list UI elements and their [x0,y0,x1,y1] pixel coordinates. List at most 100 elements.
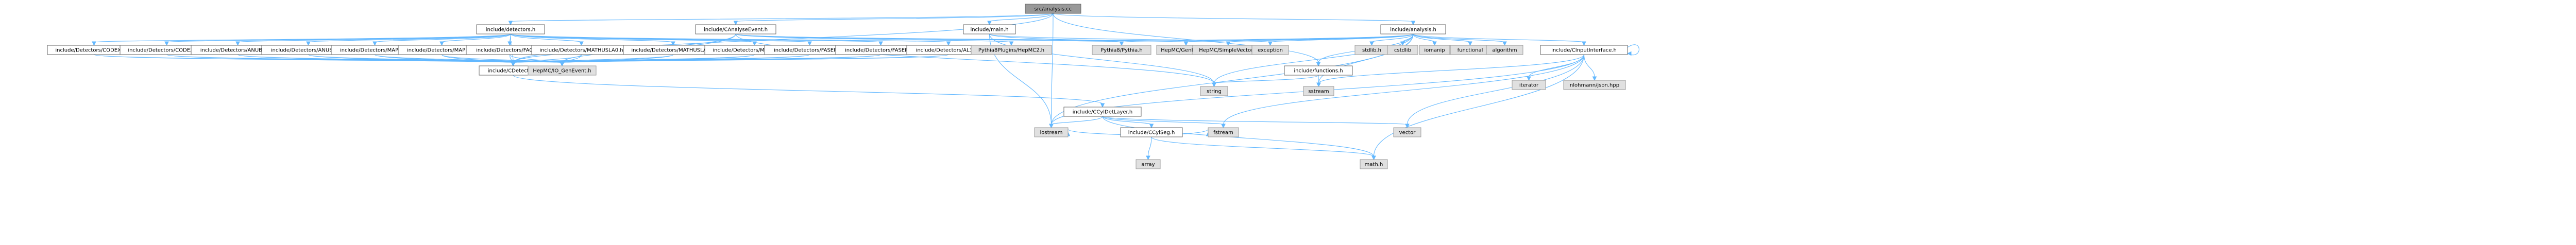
node-box [971,45,1052,55]
node-label: stdlib.h [1362,48,1381,54]
node-box [1208,127,1239,137]
node-label: cstdlib [1394,48,1411,54]
node-box [1200,86,1228,96]
node-root[interactable]: src/analysis.cc [1025,4,1081,14]
node-codexb1[interactable]: include/Detectors/CODEXB1.h [120,45,214,55]
node-box [1419,45,1450,55]
node-cinput[interactable]: include/CInputInterface.h [1540,45,1628,55]
node-mathusla1[interactable]: include/Detectors/MATHUSLA1.h [623,45,723,55]
node-label: iterator [1519,83,1539,89]
node-label: iomanip [1424,48,1445,54]
node-label: string [1207,89,1222,95]
node-box [1063,107,1142,117]
edge-root-to-analysis [1053,13,1416,26]
node-functions[interactable]: include/functions.h [1284,65,1353,76]
edge-detectors-to-mathusla0 [510,33,584,46]
node-box [1303,86,1334,96]
node-label: include/main.h [970,27,1008,33]
edge-analysis-to-genevent [1183,33,1414,46]
edge-analysis-to-sstream [1316,33,1414,87]
edge-analysis-to-exception [1268,33,1414,46]
node-box [1512,80,1546,90]
node-fstream: fstream [1208,127,1239,137]
edge-functions-to-string [1212,75,1319,87]
node-label: include/detectors.h [486,27,536,33]
edge-detectors-to-anubis1 [306,33,511,46]
node-label: nlohmann/json.hpp [1570,83,1619,89]
node-label: include/CCylDetLayer.h [1073,110,1133,115]
node-exception: exception [1251,45,1289,55]
edge-detectors-to-mathusla1 [510,33,675,46]
node-label: include/analysis.h [1390,27,1436,33]
node-label: include/Detectors/MAPP2.h [407,48,477,54]
edge-detectors-to-anubis0 [235,33,511,46]
node-algorithm: algorithm [1486,45,1523,55]
node-label: exception [1258,48,1283,54]
node-label: include/functions.h [1294,68,1343,74]
node-label: include/CDetector.h [488,68,539,74]
node-iterator: iterator [1512,80,1546,90]
edge-functions-to-sstream [1316,75,1321,87]
edge-analysis-to-pythia [1119,33,1414,46]
edge-detectors-to-mapp2 [439,33,511,46]
node-label: include/CAnalyseEvent.h [704,27,768,33]
node-label: iostream [1040,130,1063,136]
node-box [1393,127,1421,137]
edge-ccpdet-to-vector [1102,116,1410,129]
node-label: Pythia8/Pythia.h [1100,48,1142,54]
node-box [528,65,597,76]
node-box [1360,159,1388,169]
node-ccpseg[interactable]: include/CCylSeg.h [1120,127,1183,137]
edge-ccpseg-to-math [1151,136,1376,161]
node-box [476,24,545,34]
node-iomanip: iomanip [1419,45,1450,55]
edge-root-to-iostream [1049,13,1054,129]
node-label: include/Detectors/FACET.h [476,48,544,54]
node-iostream: iostream [1034,127,1069,137]
node-canalyse[interactable]: include/CAnalyseEvent.h [695,24,776,34]
node-label: functional [1458,48,1483,54]
node-label: include/Detectors/FASER1.h [774,48,845,54]
node-box [963,24,1016,34]
node-iogenevent: HepMC/IO_GenEvent.h [528,65,597,76]
node-box [1387,45,1418,55]
node-detectors[interactable]: include/detectors.h [476,24,545,34]
edge-ccpdet-to-iostream [1049,116,1103,129]
node-label: algorithm [1492,48,1517,54]
node-box [1034,127,1069,137]
edge-analysis-to-stdlib [1369,33,1414,46]
node-label: include/CInputInterface.h [1551,48,1617,54]
node-mathusla0[interactable]: include/Detectors/MATHUSLA0.h [531,45,632,55]
edge-cinput-to-vector [1405,54,1585,129]
node-label: math.h [1365,162,1383,168]
node-sstream: sstream [1303,86,1334,96]
edge-analysis-to-cinput [1413,33,1586,46]
node-analysis[interactable]: include/analysis.h [1380,24,1446,34]
edge-detectors-to-mapp1 [372,33,511,46]
node-box [1136,159,1161,169]
node-box [1251,45,1289,55]
node-ccpdet[interactable]: include/CCylDetLayer.h [1063,107,1142,117]
node-box [1486,45,1523,55]
node-box [1284,65,1353,76]
edge-cinput-to-json [1583,54,1597,81]
edge-al3x-to-iogenevent [560,54,949,67]
node-label: HepMC/IO_GenEvent.h [533,68,591,74]
node-pythia: Pythia8/Pythia.h [1092,45,1151,55]
edge-cinput-to-cinput [1626,44,1639,56]
node-label: HepMC/GenEvent.h [1161,48,1211,54]
node-box [695,24,776,34]
node-box [1025,4,1081,14]
edge-ccpdet-to-fstream [1102,116,1226,129]
node-main[interactable]: include/main.h [963,24,1016,34]
node-label: include/Detectors/ANUBIS1.h [271,48,346,54]
node-box [1092,45,1151,55]
edge-analysis-to-string [1212,33,1414,87]
node-box [1120,127,1183,137]
node-label: include/Detectors/CODEXB0.h [55,48,132,54]
node-label: include/Detectors/ANUBIS0.h [200,48,275,54]
node-box [1380,24,1446,34]
node-math: math.h [1360,159,1388,169]
edge-root-to-canalyse [733,13,1054,26]
